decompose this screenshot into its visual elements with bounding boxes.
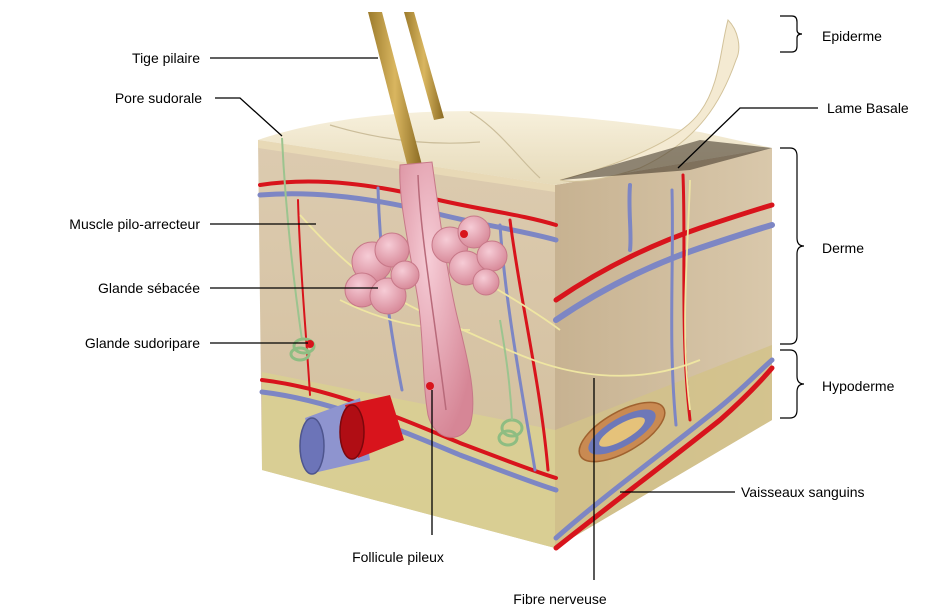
hypoderme-bracket xyxy=(780,350,804,418)
hair-shaft-2 xyxy=(404,12,444,120)
epiderme-bracket xyxy=(780,16,802,52)
label-follicule-pileux: Follicule pileux xyxy=(352,549,444,565)
sweat-gland-marker xyxy=(306,340,314,348)
derme-bracket xyxy=(780,148,804,344)
gland-marker xyxy=(460,230,468,238)
label-pore-sudorale: Pore sudorale xyxy=(115,90,202,106)
cut-artery-opening xyxy=(340,405,364,459)
layer-brackets xyxy=(780,16,804,418)
label-vaisseaux-sanguins: Vaisseaux sanguins xyxy=(741,484,864,500)
label-muscle-pilo-arrecteur: Muscle pilo-arrecteur xyxy=(69,216,200,232)
follicle-marker xyxy=(426,382,434,390)
label-glande-sudoripare: Glande sudoripare xyxy=(85,335,200,351)
label-derme: Derme xyxy=(822,240,864,256)
label-hypoderme: Hypoderme xyxy=(822,378,895,394)
leader-pore-sudorale xyxy=(215,98,282,136)
label-fibre-nerveuse: Fibre nerveuse xyxy=(513,591,607,607)
label-epiderme: Epiderme xyxy=(822,28,882,44)
label-glande-sebacee: Glande sébacée xyxy=(98,280,200,296)
label-lame-basale: Lame Basale xyxy=(827,100,909,116)
cut-vein-opening xyxy=(300,418,324,474)
label-tige-pilaire: Tige pilaire xyxy=(132,50,200,66)
skin-block xyxy=(258,20,772,548)
vessel-branch xyxy=(629,185,630,250)
